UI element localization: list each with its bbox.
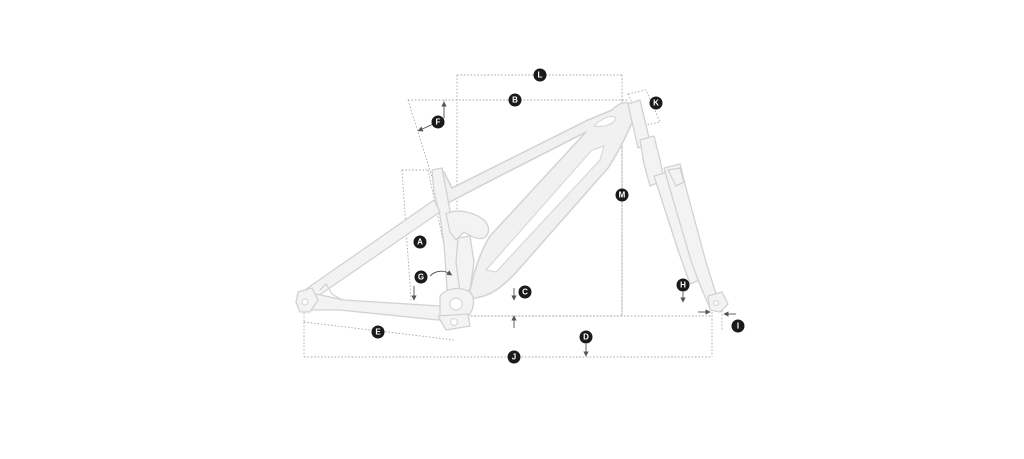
dimension-j-line xyxy=(303,312,713,358)
chain-stay xyxy=(299,293,453,321)
marker-f: F xyxy=(431,115,445,129)
fork-lower-leg xyxy=(663,163,723,309)
marker-e: E xyxy=(371,325,385,339)
derailleur-hanger xyxy=(319,283,343,301)
rear-shock xyxy=(455,235,475,293)
svg-text:G: G xyxy=(418,273,424,282)
marker-d: D xyxy=(579,330,593,344)
bike-frame xyxy=(295,99,729,331)
svg-text:K: K xyxy=(653,99,659,108)
svg-text:B: B xyxy=(512,96,518,105)
marker-l: L xyxy=(533,68,547,82)
svg-text:M: M xyxy=(619,191,626,200)
bb-pivot xyxy=(449,317,459,327)
marker-c: C xyxy=(518,285,532,299)
down-tube-window xyxy=(484,145,605,273)
marker-a: A xyxy=(413,235,427,249)
marker-j: J xyxy=(507,350,521,364)
marker-g: G xyxy=(414,270,428,284)
fork-arch xyxy=(667,167,685,187)
marker-i: I xyxy=(731,319,745,333)
svg-text:J: J xyxy=(512,353,516,362)
marker-h: H xyxy=(676,278,690,292)
arrow-g xyxy=(429,270,453,277)
rear-axle xyxy=(301,298,309,306)
marker-k: K xyxy=(649,96,663,110)
svg-text:I: I xyxy=(737,322,739,331)
front-triangle-cutout xyxy=(592,115,617,128)
bottom-bracket xyxy=(449,297,463,311)
svg-text:F: F xyxy=(436,118,441,127)
rocker-link xyxy=(445,210,490,241)
marker-b: B xyxy=(508,93,522,107)
svg-text:C: C xyxy=(522,288,528,297)
svg-text:L: L xyxy=(538,71,543,80)
marker-m: M xyxy=(615,188,629,202)
svg-text:A: A xyxy=(417,238,423,247)
svg-text:H: H xyxy=(680,281,686,290)
svg-text:E: E xyxy=(375,328,381,337)
dimension-markers: L B K F M A G C xyxy=(371,68,745,364)
svg-text:D: D xyxy=(583,333,589,342)
front-axle xyxy=(712,299,720,307)
